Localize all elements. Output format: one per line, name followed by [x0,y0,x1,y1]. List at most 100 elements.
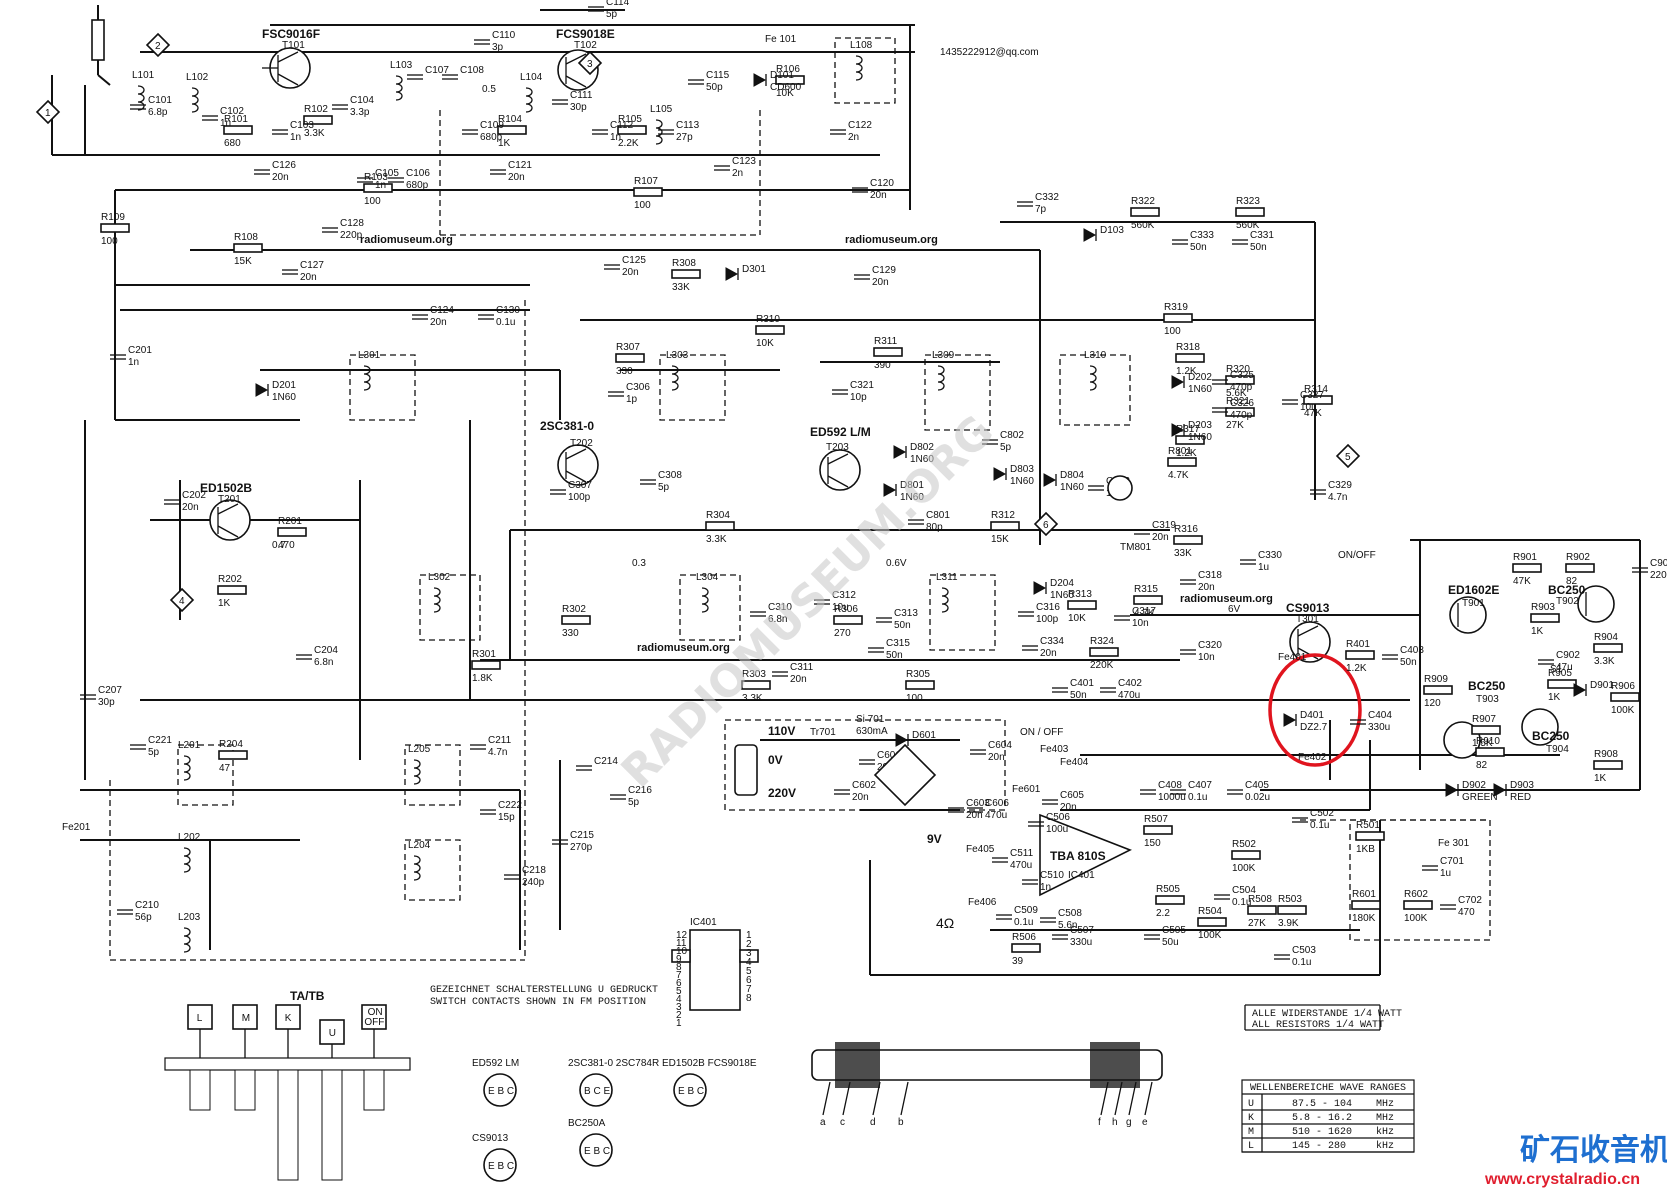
capacitor-ref: C506 [1046,812,1070,823]
t203-ref: T203 [826,442,849,453]
resistor-ref: R909 [1424,674,1448,685]
speaker-label: 4Ω [936,915,954,931]
switch-button-k[interactable]: K [275,1004,301,1181]
ic401-type: TBA 810S [1050,849,1106,863]
capacitor-ref: C306 [626,382,650,393]
ic-pin-left: 3 [676,1002,682,1013]
capacitor-value: 47u [1556,662,1573,673]
transistor-t301: CS9013 T301 [1286,601,1331,663]
resistor-value: 3.3K [304,128,325,139]
resistor-ref: R506 [1012,932,1036,943]
resistor-value: 3.3K [742,693,763,704]
coil-l108: L108 [850,40,873,81]
t202-ref: T202 [570,438,593,449]
wave-band: L [1248,1141,1254,1152]
capacitor-value: 100p [1036,614,1059,625]
capacitor-value: 0.02u [1245,792,1270,803]
resistor-ref: R315 [1134,584,1158,595]
coil-l202: L202 [178,832,201,873]
capacitor-ref: C308 [658,470,682,481]
capacitor-value: 5.6n [1058,920,1077,931]
capacitor-ref: C207 [98,685,122,696]
marker-number: 6 [1043,520,1049,531]
capacitor-value: 5p [658,482,670,493]
ic-pin-right: 1 [746,930,752,941]
capacitor-value: 20n [966,810,983,821]
resistor-ref: R601 [1352,889,1376,900]
capacitor-value: 220p [340,230,363,241]
resistor-ref: R401 [1346,639,1370,650]
capacitor-value: 220u [1650,570,1667,581]
resistor-value: 82 [1566,576,1578,587]
resistor-value: 1.2K [1176,366,1197,377]
resistor-value: 100 [906,693,923,704]
resistor-ref: R903 [1531,602,1555,613]
capacitor-value: 470u [985,810,1007,821]
capacitor-value: 5p [1000,442,1012,453]
switch-button-label: K [285,1013,292,1024]
resistor-value: 680 [224,138,241,149]
capacitor-value: 2n [848,132,859,143]
capacitor-ref: C201 [128,345,152,356]
capacitor-ref: C312 [832,590,856,601]
resistor-ref: R310 [756,314,780,325]
t301-ref: T301 [1296,614,1319,625]
capacitor-ref: C801 [926,510,950,521]
email-text: 1435222912@qq.com [940,47,1039,58]
diamond-marker-3: 3 [577,50,603,76]
resistor-value: 10K [776,88,794,99]
resistor-r401: R401 1.2K [1345,639,1375,674]
ferrite-letter: h [1112,1117,1118,1128]
resistor-ref: R505 [1156,884,1180,895]
capacitor-value: 1p [626,394,638,405]
capacitor-value: 680p [480,132,503,143]
t101-type: FSC9016F [262,27,320,41]
capacitor-ref: C127 [300,260,324,271]
diode-value: RED [1510,792,1531,803]
resistor-value: 1.2K [1346,663,1367,674]
capacitor-ref: C111 [570,90,593,101]
switch-button-m[interactable]: M [232,1004,258,1111]
transistor-t904: BC250 T904 [1521,708,1570,755]
switch-button-l[interactable]: L [187,1004,213,1111]
capacitor-value: 6.8p [148,107,168,118]
pinout-pins: B C E [584,1086,610,1097]
diode-value: GREEN [1462,792,1498,803]
capacitor-value: 20n [872,277,889,288]
resistor-value: 100 [101,236,118,247]
resistor-value: 330 [616,366,633,377]
fe401-label: Fe401 [1278,652,1307,663]
ic-pin-left: 1 [676,1018,682,1029]
switch-button-u[interactable]: U [319,1019,345,1181]
